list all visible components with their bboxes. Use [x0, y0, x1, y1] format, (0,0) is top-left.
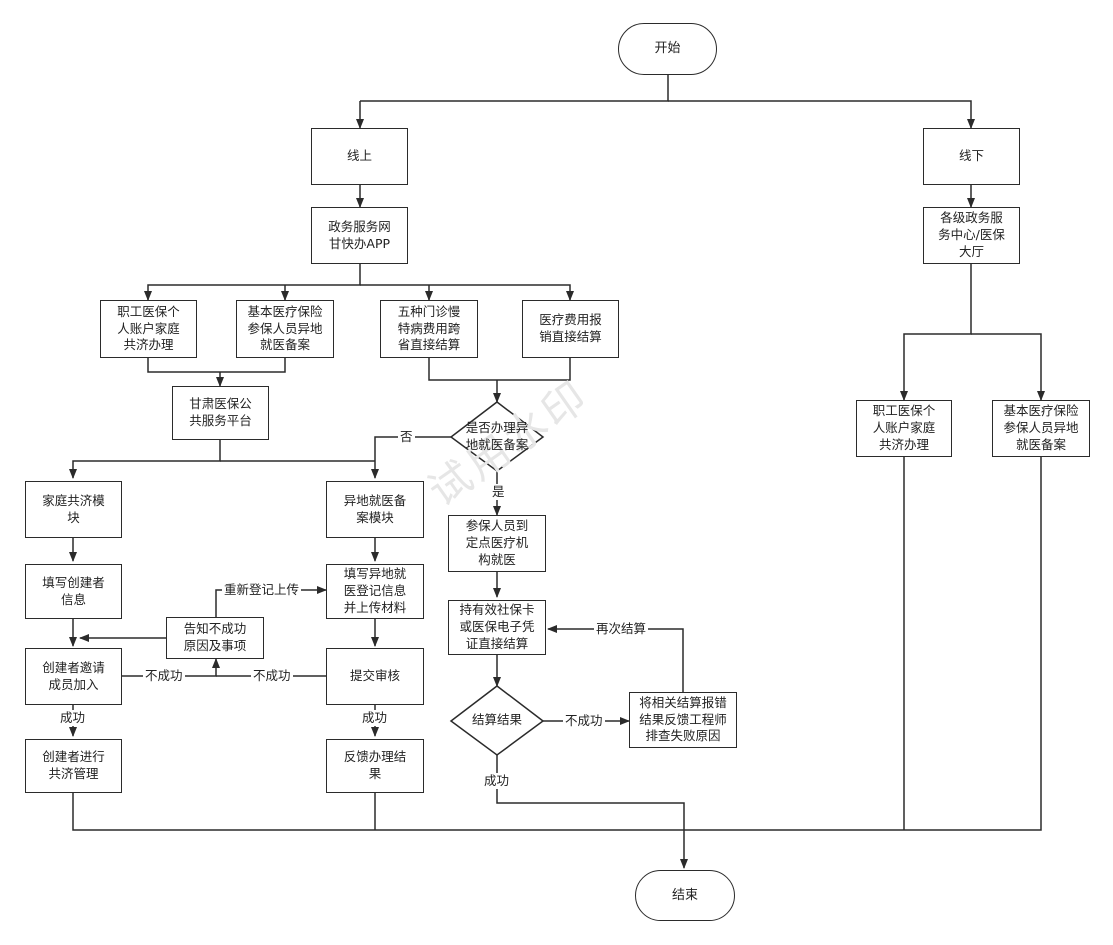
edge-result-success [496, 755, 688, 869]
remote-record-node: 基本医疗保险 参保人员异地 就医备案 [236, 300, 334, 358]
off-remote-record-node: 基本医疗保险 参保人员异地 就医备案 [992, 400, 1090, 457]
feedback-node: 反馈办理结 果 [326, 739, 424, 793]
label-fail-invite: 不成功 [143, 668, 185, 684]
start-node: 开始 [618, 23, 717, 75]
visit-node: 参保人员到 定点医疗机 构就医 [448, 515, 546, 572]
portal-node: 政务服务网 甘快办APP [311, 207, 408, 264]
edge-portal-reimburse [360, 284, 574, 301]
fill-creator-node: 填写创建者 信息 [25, 564, 122, 619]
off-family-account-node: 职工医保个 人账户家庭 共济办理 [856, 400, 952, 457]
decision-record-shape [449, 401, 545, 472]
offline-node: 线下 [923, 128, 1020, 185]
invite-node: 创建者邀请 成员加入 [25, 648, 122, 705]
edge-decision-no [371, 436, 455, 479]
label-fail-result: 不成功 [563, 713, 605, 729]
manage-node: 创建者进行 共济管理 [25, 739, 122, 793]
decision-record: 是否办理异 地就医备案 [465, 420, 529, 452]
label-yes: 是 [490, 484, 507, 500]
edge-portal-family [144, 264, 361, 301]
label-fail-submit: 不成功 [251, 668, 293, 684]
fill-remote-node: 填写异地就 医登记信息 并上传材料 [326, 564, 424, 619]
report-error-node: 将相关结算报错 结果反馈工程师 排查失败原因 [629, 692, 737, 748]
family-module-node: 家庭共济模 块 [25, 481, 122, 538]
online-node: 线上 [311, 128, 408, 185]
remote-module-node: 异地就医备 案模块 [326, 481, 424, 538]
end-node: 结束 [635, 870, 735, 921]
reimburse-node: 医疗费用报 销直接结算 [522, 300, 619, 358]
family-account-node: 职工医保个 人账户家庭 共济办理 [100, 300, 197, 358]
label-success-result: 成功 [482, 773, 512, 789]
chronic-node: 五种门诊慢 特病费用跨 省直接结算 [380, 300, 478, 358]
edge-to-offline [668, 100, 975, 129]
decision-result-shape [449, 685, 545, 756]
decision-result: 结算结果 [471, 712, 522, 728]
edge-center-family [900, 264, 972, 401]
edge-merge-decision [428, 358, 571, 381]
label-settle-again: 再次结算 [594, 621, 649, 637]
edge-start-left [360, 75, 669, 102]
label-reupload: 重新登记上传 [222, 582, 302, 598]
label-no: 否 [398, 429, 415, 445]
notify-fail-node: 告知不成功 原因及事项 [166, 617, 264, 659]
label-success-submit: 成功 [360, 710, 390, 726]
edge-report-again [547, 625, 684, 692]
label-success-invite: 成功 [58, 710, 88, 726]
edge-platform-family [69, 440, 221, 479]
platform-node: 甘肃医保公 共服务平台 [172, 386, 269, 440]
submit-node: 提交审核 [326, 648, 424, 705]
edge-merge-platform [147, 358, 286, 373]
settle-card-node: 持有效社保卡 或医保电子凭 证直接结算 [448, 600, 546, 655]
offline-center-node: 各级政务服 务中心/医保 大厅 [923, 207, 1020, 264]
edge-merge-end [72, 457, 1042, 831]
edge-center-remote [971, 333, 1045, 401]
